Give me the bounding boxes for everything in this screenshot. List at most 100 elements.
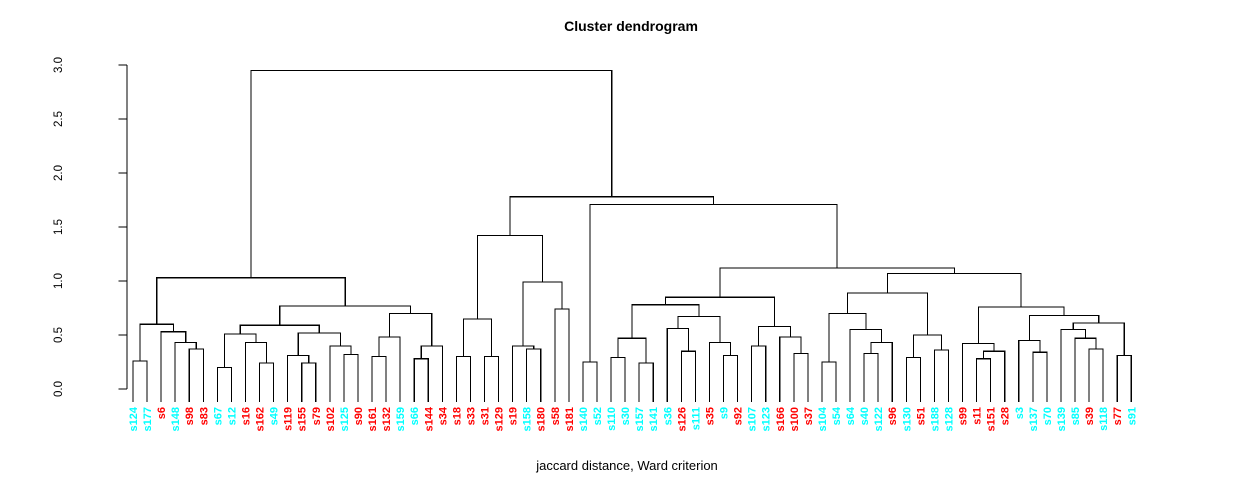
dendrogram-branch <box>976 358 992 402</box>
dendrogram-branch <box>1088 348 1104 402</box>
dendrogram-branch <box>258 362 275 402</box>
leaf-label: s148 <box>170 407 182 431</box>
dendrogram-branch <box>455 356 471 402</box>
dendrogram-branch <box>287 354 310 402</box>
dendrogram-branch <box>870 342 893 402</box>
leaf-label: s96 <box>887 407 899 425</box>
dendrogram-branch <box>905 357 921 402</box>
y-tick-label: 0.0 <box>53 381 65 397</box>
dendrogram-branch <box>279 305 412 326</box>
dendrogram-branch <box>1072 322 1125 356</box>
leaf-label: s132 <box>381 407 393 431</box>
leaf-label: s9 <box>719 407 731 419</box>
leaf-label: s125 <box>339 407 351 431</box>
dendrogram-branch <box>509 196 715 236</box>
leaf-label: s107 <box>747 407 759 431</box>
leaf-label: s123 <box>761 407 773 431</box>
dendrogram-branch <box>863 352 879 402</box>
leaf-label: s157 <box>634 407 646 431</box>
dendrogram-branch <box>751 345 767 402</box>
leaf-label: s124 <box>128 406 140 431</box>
leaf-label: s161 <box>367 407 379 431</box>
leaf-label: s12 <box>226 407 238 425</box>
leaf-label: s58 <box>550 407 562 425</box>
chart-title: Cluster dendrogram <box>564 18 698 34</box>
leaf-label: s52 <box>592 407 604 425</box>
leaf-label: s3 <box>1014 407 1026 419</box>
leaf-label: s30 <box>620 407 632 425</box>
dendrogram-branch <box>223 333 257 368</box>
dendrogram-branch <box>977 306 1065 344</box>
dendrogram-branch <box>961 343 995 402</box>
dendrogram-branch <box>793 352 809 402</box>
dendrogram-branch <box>188 348 204 402</box>
dendrogram-branch <box>933 349 950 402</box>
dendrogram-branch <box>1032 351 1048 402</box>
leaf-label: s118 <box>1098 407 1110 431</box>
leaf-label: s141 <box>648 407 660 431</box>
y-tick-label: 1.0 <box>53 273 65 289</box>
dendrogram-branch <box>483 356 500 402</box>
dendrogram-branch <box>132 360 148 402</box>
leaf-label: s130 <box>901 407 913 431</box>
leaf-label: s188 <box>929 407 941 431</box>
leaf-label: s155 <box>297 407 309 431</box>
leaf-label: s83 <box>198 407 210 425</box>
dendrogram-branch <box>680 350 696 402</box>
dendrogram-branch <box>244 342 268 402</box>
leaf-label: s90 <box>353 407 365 425</box>
dendrogram-branch <box>849 329 883 402</box>
leaf-label: s79 <box>311 407 323 425</box>
leaf-label: s180 <box>536 407 548 431</box>
dendrogram-branch <box>617 337 647 364</box>
leaf-label: s37 <box>803 407 815 425</box>
leaf-label: s140 <box>578 407 590 431</box>
dendrogram-branch <box>666 327 689 402</box>
dendrogram-branch <box>758 325 791 346</box>
dendrogram-branch <box>250 69 613 278</box>
dendrogram-branch <box>610 357 626 402</box>
leaf-label: s104 <box>817 406 829 431</box>
dendrogram-branch <box>297 332 341 356</box>
leaf-label: s128 <box>943 407 955 431</box>
leaf-label: s6 <box>156 407 168 419</box>
leaf-label: s177 <box>142 407 154 431</box>
dendrogram-branch <box>828 312 867 362</box>
leaf-label: s35 <box>704 407 716 425</box>
leaf-label: s181 <box>564 407 576 431</box>
leaf-label: s31 <box>480 407 492 425</box>
leaf-label: s67 <box>212 407 224 425</box>
leaf-label: s11 <box>972 407 984 425</box>
leaf-label: s70 <box>1042 407 1054 425</box>
dendrogram-branch <box>139 323 174 361</box>
leaf-label: s111 <box>690 407 702 430</box>
leaf-label: s92 <box>733 407 745 425</box>
leaf-label: s19 <box>508 407 520 425</box>
leaf-label: s16 <box>240 407 252 425</box>
dendrogram-branch <box>554 308 570 402</box>
dendrogram-branch <box>708 342 732 402</box>
leaf-label: s18 <box>451 407 463 425</box>
dendrogram-branch <box>420 345 443 402</box>
dendrogram-branch <box>462 318 493 357</box>
dendrogram-branch <box>174 342 197 402</box>
dendrogram-branch <box>301 362 317 402</box>
dendrogram-branch <box>216 366 232 402</box>
leaf-label: s33 <box>465 407 477 425</box>
leaf-label: s122 <box>873 407 885 431</box>
dendrogram-branch <box>156 277 346 325</box>
leaf-label: s40 <box>859 407 871 425</box>
leaf-label: s100 <box>789 407 801 431</box>
leaf-label: s36 <box>662 407 674 425</box>
leaf-label: s28 <box>1000 407 1012 425</box>
dendrogram-branch <box>779 336 802 402</box>
y-tick-label: 2.5 <box>53 111 65 127</box>
y-tick-label: 1.5 <box>53 219 65 235</box>
leaf-label: s91 <box>1126 407 1138 425</box>
dendrogram-branch <box>371 356 387 402</box>
leaf-label: s129 <box>494 407 506 431</box>
leaf-label: s34 <box>437 406 449 425</box>
dendrogram-branch <box>1060 329 1087 402</box>
y-tick-label: 2.0 <box>53 165 65 181</box>
